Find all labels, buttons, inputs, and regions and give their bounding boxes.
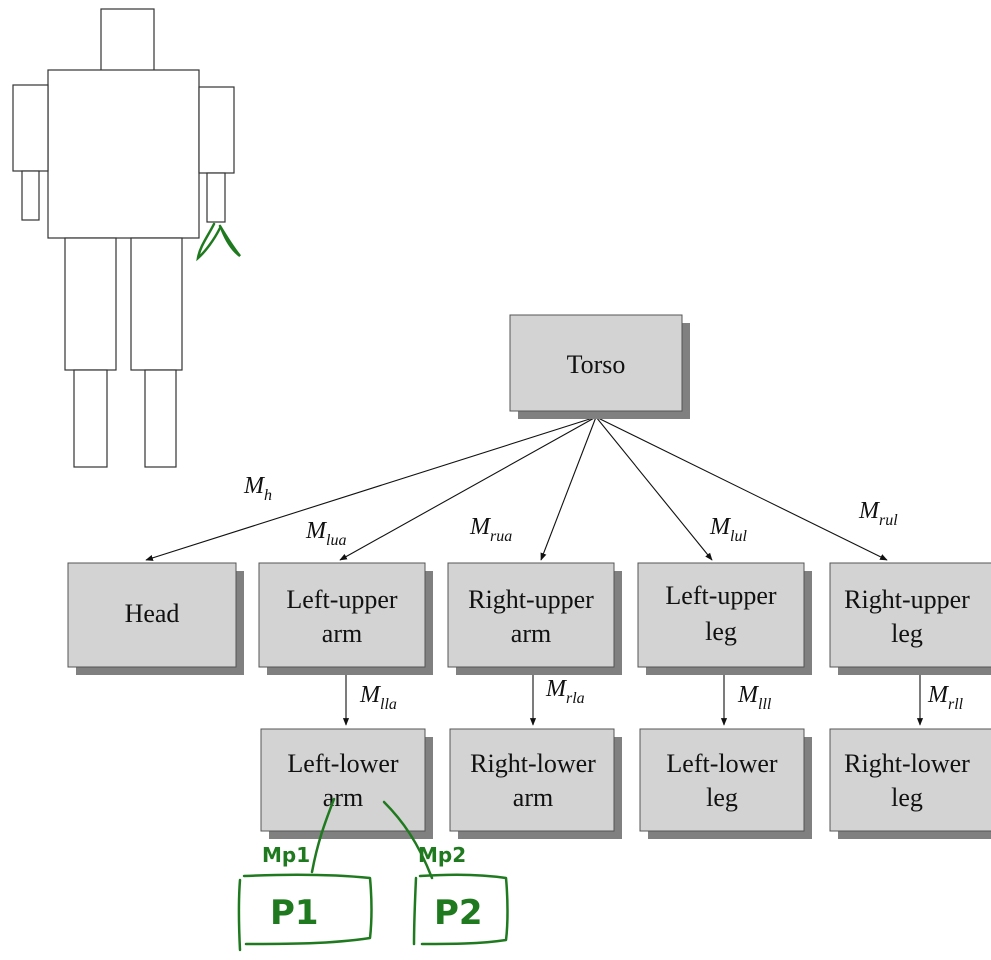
node-right-upper-leg-line1: Right-upper <box>844 585 970 614</box>
handwritten-annotations <box>237 797 509 952</box>
p2-box <box>412 873 509 946</box>
node-right-lower-leg: Right-lower leg <box>829 728 991 839</box>
node-right-upper-arm: Right-upper arm <box>447 562 622 675</box>
edges <box>145 416 924 726</box>
robot-right-upper-arm <box>198 86 235 174</box>
robot-head <box>100 8 155 72</box>
node-torso: Torso <box>509 314 690 419</box>
edge-label-m-rla: Mrla <box>545 676 585 707</box>
node-left-lower-arm-line1: Left-lower <box>287 749 399 778</box>
node-right-lower-arm-line2: arm <box>513 783 553 812</box>
mp1-connector <box>310 797 336 874</box>
robot-left-lower-leg <box>73 369 108 468</box>
node-left-lower-leg-line2: leg <box>706 783 738 812</box>
node-left-upper-leg: Left-upper leg <box>637 562 812 675</box>
node-right-lower-leg-line2: leg <box>891 783 923 812</box>
edge-label-m-lua: Mlua <box>305 518 346 549</box>
robot-torso <box>47 69 200 239</box>
edge-label-m-rul: Mrul <box>858 498 898 529</box>
p1-box <box>237 873 373 952</box>
node-left-upper-leg-line2: leg <box>705 617 737 646</box>
robot-right-upper-leg <box>130 237 183 371</box>
gripper-scribble <box>196 222 241 262</box>
node-left-upper-arm: Left-upper arm <box>258 562 433 675</box>
edge-torso-right-upper-arm <box>540 416 597 561</box>
robot-right-lower-arm <box>206 172 226 223</box>
node-right-upper-leg: Right-upper leg <box>829 562 991 675</box>
node-left-lower-arm-line2: arm <box>323 783 363 812</box>
edge-label-m-lla: Mlla <box>359 682 397 713</box>
node-left-lower-arm: Left-lower arm <box>260 728 433 839</box>
robot-left-upper-leg <box>64 237 117 371</box>
edge-label-m-lll: Mlll <box>737 682 772 713</box>
node-right-upper-arm-line2: arm <box>511 619 551 648</box>
node-head: Head <box>67 562 244 675</box>
edge-label-m-rll: Mrll <box>927 682 964 713</box>
edge-torso-right-upper-leg <box>595 416 888 561</box>
node-left-upper-leg-line1: Left-upper <box>665 581 777 610</box>
mp2-connector <box>382 800 434 880</box>
node-torso-label: Torso <box>567 350 626 379</box>
robot-figure <box>12 8 235 468</box>
node-head-label: Head <box>125 599 180 628</box>
annotation-mp1: Mp1 <box>262 843 310 867</box>
node-left-lower-leg: Left-lower leg <box>639 728 812 839</box>
annotation-p2: P2 <box>434 893 483 933</box>
node-right-lower-leg-line1: Right-lower <box>844 749 970 778</box>
robot-left-lower-arm <box>21 170 40 221</box>
edge-torso-head <box>145 416 597 561</box>
robot-left-upper-arm <box>12 84 49 172</box>
annotation-mp2: Mp2 <box>418 843 466 867</box>
node-left-upper-arm-line2: arm <box>322 619 362 648</box>
edge-torso-left-upper-leg <box>595 416 713 561</box>
robot-right-lower-leg <box>144 369 177 468</box>
annotation-p1: P1 <box>270 893 319 933</box>
node-right-lower-arm: Right-lower arm <box>449 728 622 839</box>
edge-label-m-lul: Mlul <box>709 514 747 545</box>
node-right-lower-arm-line1: Right-lower <box>470 749 596 778</box>
node-right-upper-arm-line1: Right-upper <box>468 585 594 614</box>
node-left-lower-leg-line1: Left-lower <box>666 749 778 778</box>
node-left-upper-arm-line1: Left-upper <box>286 585 398 614</box>
edge-label-m-h: Mh <box>243 473 272 504</box>
edge-torso-left-upper-arm <box>339 416 597 561</box>
node-right-upper-leg-line2: leg <box>891 619 923 648</box>
edge-label-m-rua: Mrua <box>469 514 512 545</box>
